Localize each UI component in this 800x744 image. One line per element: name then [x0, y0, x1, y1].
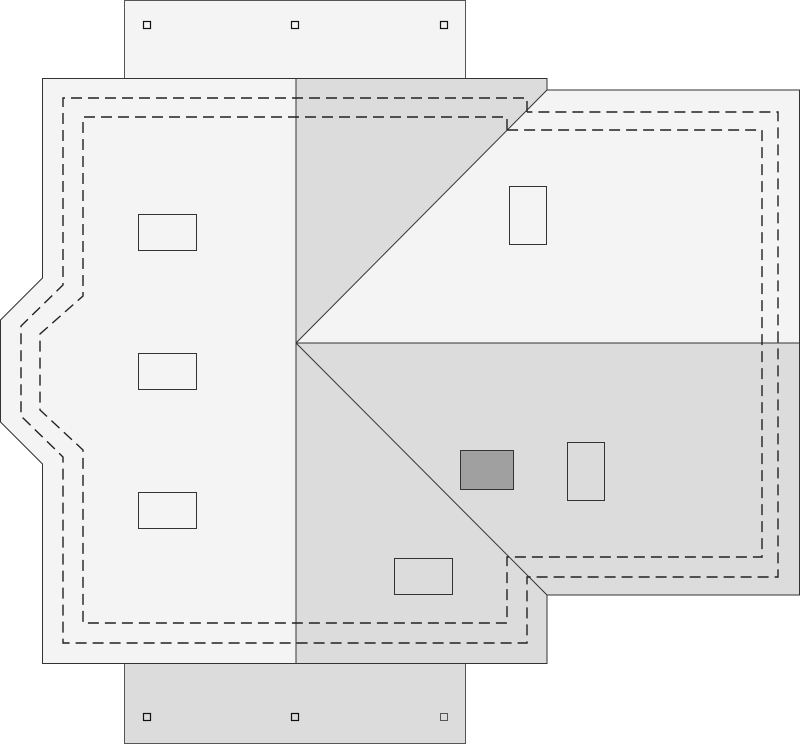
skylight: [567, 442, 605, 501]
valley-line-lower: [295, 342, 548, 596]
outer-dashed-line: [20, 97, 779, 644]
wing-lower-face: [296, 343, 800, 595]
vent-square: [439, 20, 449, 30]
main-roof-left-face: [0, 78, 296, 664]
vent-square: [290, 712, 300, 722]
skylight: [138, 492, 197, 529]
vent-square: [290, 20, 300, 30]
skylight: [509, 186, 547, 245]
skylight: [394, 558, 453, 595]
skylight-filled: [460, 450, 514, 490]
vent-square: [142, 712, 152, 722]
wing-upper-face: [296, 90, 800, 343]
main-outline: [0, 78, 548, 664]
bottom-extension: [124, 663, 466, 744]
skylight: [138, 353, 197, 390]
inner-dashed-line: [39, 116, 763, 624]
skylight: [138, 214, 197, 251]
top-extension: [124, 0, 466, 79]
vent-square: [142, 20, 152, 30]
vent-square: [440, 713, 448, 721]
valley-line-upper: [295, 89, 548, 344]
